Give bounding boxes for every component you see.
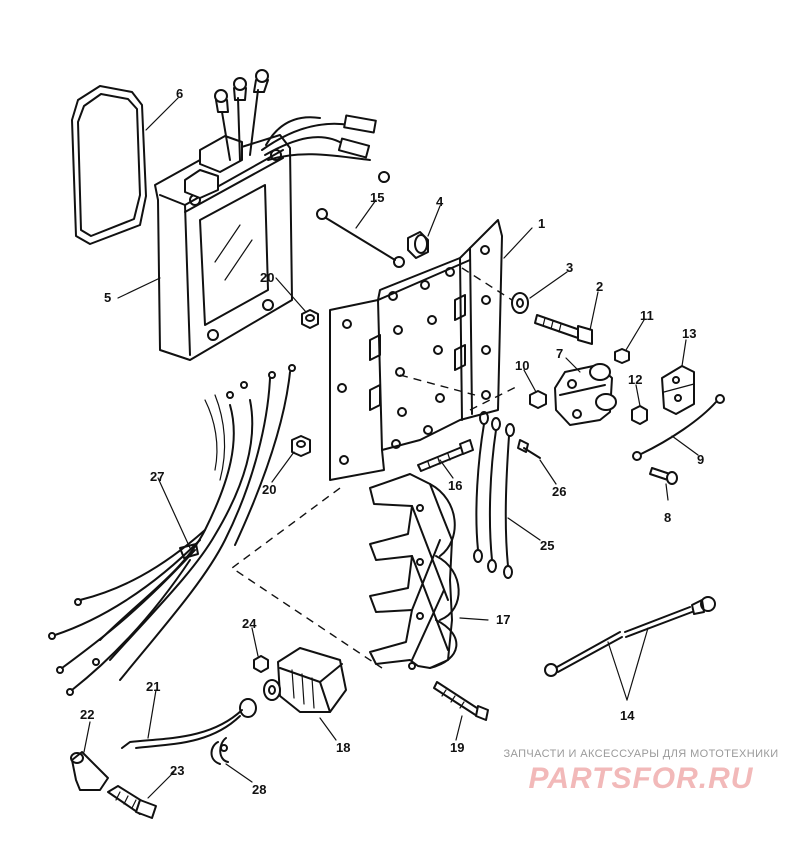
leader-lines	[83, 97, 699, 799]
callout-22: 22	[80, 707, 94, 722]
callout-26: 26	[552, 484, 566, 499]
part-22-spark-boot	[70, 751, 109, 791]
callout-25: 25	[540, 538, 554, 553]
part-1-mounting-plate	[329, 219, 503, 481]
callout-6: 6	[176, 86, 183, 101]
part-27-wiring-harness	[48, 364, 296, 696]
callout-9: 9	[697, 452, 704, 467]
part-7-solenoid	[554, 363, 617, 426]
part-9-cable	[632, 394, 725, 461]
callout-4: 4	[436, 194, 444, 209]
callout-20-lower: 20	[262, 482, 276, 497]
part-12-nut	[631, 405, 648, 425]
part-6-gasket	[71, 85, 147, 245]
callout-16: 16	[448, 478, 462, 493]
callout-3: 3	[566, 260, 573, 275]
part-20-nut-lower	[291, 435, 311, 457]
callout-8: 8	[664, 510, 671, 525]
callout-18: 18	[336, 740, 350, 755]
callout-15: 15	[370, 190, 384, 205]
callout-21: 21	[146, 679, 160, 694]
part-23-spark-plug	[107, 785, 157, 819]
watermark: ЗАПЧАСТИ И АКСЕССУАРЫ ДЛЯ МОТОТЕХНИКИ PA…	[488, 748, 794, 796]
part-21-ht-lead	[121, 709, 243, 749]
part-25-cables	[473, 411, 515, 579]
callout-20-upper: 20	[260, 270, 274, 285]
callout-5: 5	[104, 290, 111, 305]
part-3-washer	[511, 292, 529, 314]
part-11-nut	[614, 348, 630, 364]
watermark-tagline: ЗАПЧАСТИ И АКСЕССУАРЫ ДЛЯ МОТОТЕХНИКИ	[503, 748, 779, 760]
part-15-ground-strap	[316, 208, 405, 268]
callout-1: 1	[538, 216, 545, 231]
part-5-switch-box	[154, 69, 390, 361]
callout-labels: 1 2 3 4 5 6 7 8 9 10 11 12 13 14 15 16 1…	[80, 86, 704, 797]
callout-17: 17	[496, 612, 510, 627]
alignment-dashes	[230, 267, 521, 669]
part-16-bolt	[417, 439, 474, 472]
part-10-nut	[529, 390, 547, 409]
part-8-screw	[649, 467, 678, 485]
callout-7: 7	[556, 346, 563, 361]
callout-28: 28	[252, 782, 266, 797]
callout-27: 27	[150, 469, 164, 484]
part-24-nut	[253, 655, 269, 673]
watermark-brand-logo: PARTSFOR.RU	[528, 762, 754, 795]
part-19-bolt	[433, 681, 489, 721]
part-18-coil	[239, 647, 347, 718]
callout-23: 23	[170, 763, 184, 778]
part-4-grommet	[407, 231, 429, 259]
callout-19: 19	[450, 740, 464, 755]
part-17-coil-bracket	[369, 473, 460, 670]
part-2-bolt	[534, 314, 593, 345]
callout-11: 11	[640, 308, 654, 323]
callout-13: 13	[682, 326, 696, 341]
part-28-clip	[210, 737, 229, 765]
part-26-bolt	[517, 439, 541, 459]
callout-12: 12	[628, 372, 642, 387]
part-14-battery-cable	[544, 596, 716, 677]
callout-24: 24	[242, 616, 257, 631]
part-20-nut-upper	[301, 309, 319, 329]
part-13-terminal-block	[661, 365, 695, 415]
callout-14: 14	[620, 708, 635, 723]
callout-10: 10	[515, 358, 529, 373]
callout-2: 2	[596, 279, 603, 294]
